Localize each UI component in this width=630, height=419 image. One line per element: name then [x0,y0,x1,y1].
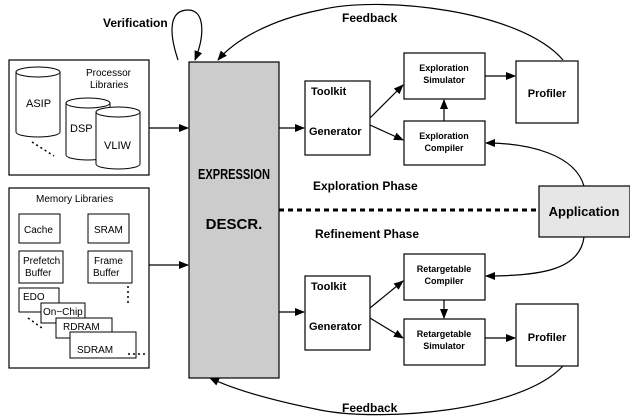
onchip-label: On−Chip [43,307,83,318]
profiler-bottom-box [515,303,579,367]
toolkit-bottom-label-2: Generator [309,321,362,333]
vliw-label: VLIW [104,140,132,152]
cache-box [18,213,61,244]
retargetable-simulator-box [403,318,486,366]
vliw-library-cylinder [95,106,141,170]
exploration-compiler-box [403,120,486,166]
feedback-top-arrow [217,3,564,61]
application-box [538,185,630,238]
toolkit-generator-top-box [304,80,371,156]
sram-box [87,213,130,244]
toolkit-to-exploration-compiler-arrow [369,124,404,141]
retargetable-simulator-label-1: Retargetable [417,329,472,339]
exploration-simulator-label-1: Exploration [419,63,469,73]
prefetch-label-2: Buffer [25,268,52,279]
exploration-compiler-label-1: Exploration [419,131,469,141]
refinement-phase-label: Refinement Phase [315,227,419,241]
processor-libraries-title-1: Processor [86,68,132,79]
exploration-simulator-label-2: Simulator [423,75,465,85]
sram-label: SRAM [94,225,123,236]
toolkit-to-retargetable-simulator-arrow [369,317,404,339]
toolkit-top-label-1: Toolkit [311,86,347,98]
expression-description-box [188,61,280,379]
retargetable-simulator-label-2: Simulator [423,341,465,351]
expression-descr-label: DESCR. [206,216,263,233]
profiler-top-label: Profiler [528,88,567,100]
processor-more-dots [31,141,55,157]
toolkit-bottom-label-1: Toolkit [311,281,347,293]
edo-label: EDO [23,292,45,303]
application-to-retargetable-compiler-arrow [485,236,585,280]
application-to-exploration-compiler-arrow [485,139,585,187]
retargetable-compiler-label-1: Retargetable [417,264,472,274]
profiler-top-box [515,60,579,124]
prefetch-label-1: Prefetch [23,256,60,267]
exploration-phase-label: Exploration Phase [313,179,418,193]
retargetable-compiler-label-2: Compiler [424,276,464,286]
sdram-box [69,331,137,359]
frame-buffer-box [87,250,133,284]
memory-libraries-title: Memory Libraries [36,194,113,205]
prefetch-buffer-box [18,250,64,284]
processor-libraries-title-2: Libraries [90,80,128,91]
feedback-bottom-arrow [209,365,564,416]
application-label: Application [549,204,620,219]
asip-library-cylinder [15,66,61,138]
rdram-label: RDRAM [63,322,100,333]
frame-label-1: Frame [94,256,123,267]
profiler-bottom-label: Profiler [528,332,567,344]
exploration-compiler-label-2: Compiler [424,143,464,153]
asip-label: ASIP [26,98,51,110]
toolkit-generator-bottom-box [304,275,371,351]
expression-label: EXPRESSION [198,166,270,183]
toolkit-to-retargetable-compiler-arrow [369,280,404,309]
toolkit-top-label-2: Generator [309,126,362,138]
toolkit-to-exploration-simulator-arrow [369,84,404,119]
sdram-label: SDRAM [77,345,113,356]
feedback-bottom-label: Feedback [342,401,398,415]
cache-label: Cache [24,225,53,236]
verification-label: Verification [103,16,168,30]
feedback-top-label: Feedback [342,11,398,25]
dsp-label: DSP [70,123,93,135]
verification-loop-arrow [171,9,203,61]
frame-label-2: Buffer [93,268,120,279]
